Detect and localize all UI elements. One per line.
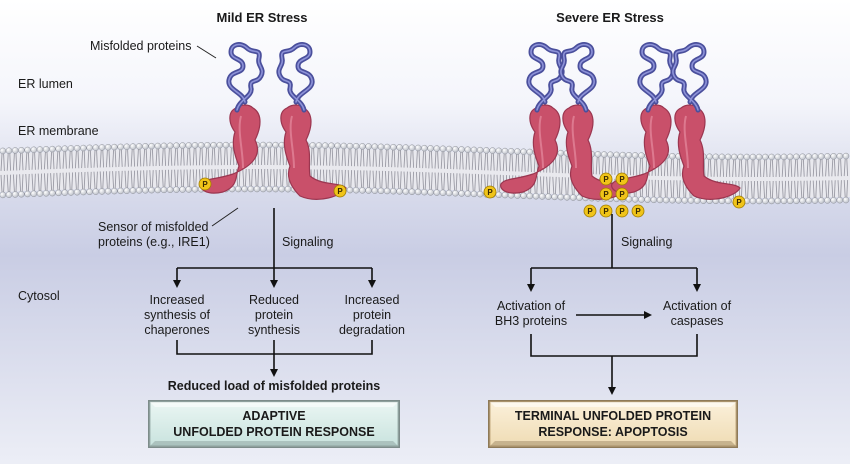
misfolded-protein-coil	[276, 42, 315, 113]
svg-text:P: P	[619, 207, 625, 216]
adaptive-upr-box: ADAPTIVE UNFOLDED PROTEIN RESPONSE	[148, 400, 400, 448]
outcome-chaperones-l3: chaperones	[144, 323, 209, 337]
svg-text:P: P	[202, 180, 208, 189]
adaptive-box-line2: UNFOLDED PROTEIN RESPONSE	[173, 425, 374, 439]
phosphate-group: P	[599, 172, 613, 186]
misfolded-protein-coil	[637, 42, 676, 113]
svg-text:P: P	[736, 198, 742, 207]
outcome-degradation-l2: protein	[353, 308, 391, 322]
misfolded-protein-coil	[558, 42, 597, 113]
misfolded-protein-coil	[670, 42, 709, 113]
sensor-label-line2: proteins (e.g., IRE1)	[98, 235, 210, 249]
phosphate-group: P	[599, 187, 613, 201]
apoptosis-box-line1: TERMINAL UNFOLDED PROTEIN	[515, 409, 711, 423]
bh3-activation-l1: Activation of	[497, 299, 566, 313]
adaptive-box-line1: ADAPTIVE	[242, 409, 305, 423]
cytosol-label: Cytosol	[18, 289, 60, 303]
phosphate-group: P	[732, 195, 746, 209]
right-panel-title: Severe ER Stress	[556, 10, 664, 25]
svg-text:P: P	[603, 190, 609, 199]
caspase-activation-l2: caspases	[671, 314, 724, 328]
ire1-sensor	[280, 104, 347, 200]
ire1-sensor	[500, 104, 561, 194]
right-signaling-label: Signaling	[621, 235, 672, 249]
sensor-leader	[211, 207, 239, 227]
phosphate-group: P	[483, 185, 497, 199]
left-panel-title: Mild ER Stress	[216, 10, 307, 25]
svg-text:P: P	[619, 190, 625, 199]
phosphate-group: P	[599, 204, 613, 218]
svg-text:P: P	[603, 175, 609, 184]
misfolded-proteins-leader	[196, 45, 217, 59]
left-signaling-label: Signaling	[282, 235, 333, 249]
bh3-activation-l2: BH3 proteins	[495, 314, 567, 328]
outcome-chaperones-l2: synthesis of	[144, 308, 211, 322]
er-membrane-label: ER membrane	[18, 124, 99, 138]
outcome-protein-synthesis-l2: protein	[255, 308, 293, 322]
apoptosis-box: TERMINAL UNFOLDED PROTEIN RESPONSE: APOP…	[488, 400, 738, 448]
svg-text:P: P	[603, 207, 609, 216]
svg-text:P: P	[635, 207, 641, 216]
sensor-label-line1: Sensor of misfolded	[98, 220, 209, 234]
misfolded-protein-coil	[226, 42, 265, 113]
phosphate-group: P	[333, 184, 347, 198]
svg-text:P: P	[587, 207, 593, 216]
ire1-sensor	[611, 104, 672, 194]
svg-text:P: P	[337, 187, 343, 196]
right-merge-bar	[530, 334, 698, 357]
phosphate-group: P	[615, 187, 629, 201]
er-lumen-label: ER lumen	[18, 77, 73, 91]
outcome-protein-synthesis-l3: synthesis	[248, 323, 300, 337]
phosphate-group: P	[583, 204, 597, 218]
outcome-degradation-l3: degradation	[339, 323, 405, 337]
phosphate-group: P	[198, 177, 212, 191]
svg-text:P: P	[619, 175, 625, 184]
outcome-degradation-l1: Increased	[345, 293, 400, 307]
phosphate-group: P	[615, 204, 629, 218]
misfolded-proteins-label: Misfolded proteins	[90, 39, 191, 53]
ire1-sensor	[674, 104, 741, 200]
outcome-chaperones-l1: Increased	[150, 293, 205, 307]
phosphate-group: P	[615, 172, 629, 186]
reduced-load-label: Reduced load of misfolded proteins	[168, 379, 381, 393]
outcome-protein-synthesis-l1: Reduced	[249, 293, 299, 307]
phosphate-group: P	[631, 204, 645, 218]
caspase-activation-l1: Activation of	[663, 299, 732, 313]
svg-text:P: P	[487, 188, 493, 197]
misfolded-protein-coil	[526, 42, 565, 113]
apoptosis-box-line2: RESPONSE: APOPTOSIS	[538, 425, 687, 439]
